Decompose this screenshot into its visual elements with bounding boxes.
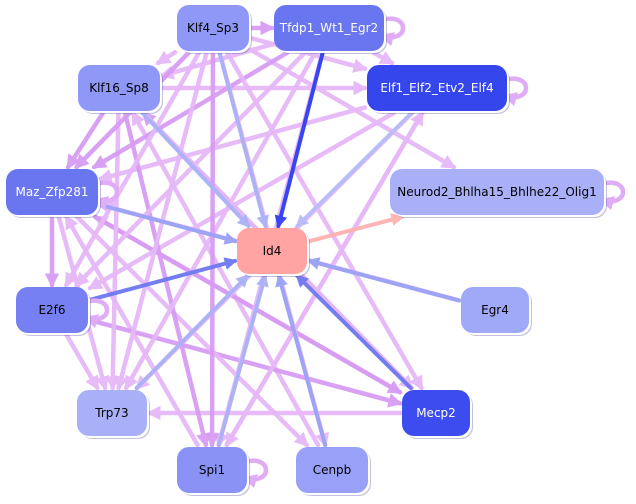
node-label: E2f6 (38, 303, 66, 317)
node-label: Trp73 (95, 406, 129, 420)
self-loop-tfdp1_wt1_egr2 (379, 16, 406, 47)
edge-elf1_elf2_etv2_elf4-to-e2f6 (87, 110, 396, 291)
edge-klf4_sp3-to-e2f6 (64, 50, 201, 288)
node-elf1-elf2-etv2-elf4[interactable]: Elf1_Elf2_Etv2_Elf4 (367, 65, 507, 111)
edge-klf16_sp8-to-maz_zfp281 (65, 110, 106, 170)
node-label: Spi1 (198, 463, 226, 477)
edge-tfdp1_wt1_egr2-to-elf1_elf2_etv2_elf4 (371, 50, 395, 66)
node-label: Tfdp1_Wt1_Egr2 (279, 21, 379, 35)
edge-maz_zfp281-to-mecp2 (93, 214, 403, 395)
node-label: Klf16_Sp8 (89, 81, 149, 95)
edge-tfdp1_wt1_egr2-to-trp73 (123, 50, 318, 391)
edge-klf4_sp3-to-mecp2 (225, 50, 424, 391)
node-cenpb[interactable]: Cenpb (296, 447, 368, 493)
node-mecp2[interactable]: Mecp2 (402, 390, 470, 436)
self-loop-maz_zfp281 (93, 180, 120, 211)
node-klf4-sp3[interactable]: Klf4_Sp3 (177, 5, 249, 51)
node-label: Egr4 (481, 303, 509, 317)
edge-klf4_sp3-to-neurod2_bhlha15_bhlhe22_olig1 (248, 47, 457, 170)
node-tfdp1-wt1-egr2[interactable]: Tfdp1_Wt1_Egr2 (274, 5, 384, 51)
node-label: Elf1_Elf2_Etv2_Elf4 (380, 81, 494, 95)
edge-id4-to-neurod2_bhlha15_bhlhe22_olig1 (307, 213, 405, 244)
node-maz-zfp281[interactable]: Maz_Zfp281 (6, 169, 98, 215)
node-label: Id4 (262, 244, 282, 258)
edge-e2f6-to-mecp2 (87, 317, 403, 408)
node-label: Maz_Zfp281 (15, 185, 89, 199)
self-loop-e2f6 (83, 298, 110, 329)
edge-spi1-to-id4 (216, 273, 269, 447)
edge-klf4_sp3-to-spi1 (204, 50, 220, 448)
edge-tfdp1_wt1_egr2-to-id4 (274, 51, 325, 229)
edge-e2f6-to-id4 (88, 257, 238, 302)
edge-cenpb-to-klf16_sp8 (130, 110, 321, 448)
edge-elf1_elf2_etv2_elf4-to-spi1 (224, 110, 425, 448)
edge-trp73-to-id4 (134, 274, 250, 390)
edge-klf4_sp3-to-elf1_elf2_etv2_elf4 (248, 35, 368, 73)
edge-elf1_elf2_etv2_elf4-to-id4 (295, 111, 414, 228)
self-loop-neurod2_bhlha15_bhlhe22_olig1 (599, 180, 626, 211)
node-trp73[interactable]: Trp73 (77, 390, 147, 436)
self-loops-layer (83, 16, 626, 489)
node-spi1[interactable]: Spi1 (177, 447, 247, 493)
edge-tfdp1_wt1_egr2-to-klf16_sp8 (159, 42, 275, 80)
self-loop-spi1 (242, 458, 269, 489)
node-id4[interactable]: Id4 (237, 228, 307, 274)
node-e2f6[interactable]: E2f6 (16, 287, 88, 333)
edge-klf4_sp3-to-id4 (217, 51, 269, 229)
node-label: Klf4_Sp3 (187, 21, 239, 35)
edge-elf1_elf2_etv2_elf4-to-maz_zfp281 (97, 105, 368, 183)
edge-e2f6-to-trp73 (64, 332, 100, 391)
edge-tfdp1_wt1_egr2-to-e2f6 (74, 50, 307, 288)
node-label: Neurod2_Bhlha15_Bhlhe22_Olig1 (397, 185, 597, 199)
node-klf16-sp8[interactable]: Klf16_Sp8 (78, 65, 160, 111)
edge-egr4-to-id4 (306, 257, 461, 303)
self-loop-elf1_elf2_etv2_elf4 (502, 76, 529, 107)
edge-cenpb-to-id4 (275, 273, 328, 447)
edge-maz_zfp281-to-id4 (98, 202, 238, 245)
edge-mecp2-to-id4 (295, 274, 413, 390)
node-label: Cenpb (312, 463, 352, 477)
edge-klf16_sp8-to-trp73 (105, 110, 121, 391)
node-egr4[interactable]: Egr4 (461, 287, 529, 333)
node-neurod2-bhlha15-bhlhe22-olig1[interactable]: Neurod2_Bhlha15_Bhlhe22_Olig1 (390, 169, 604, 215)
edge-klf4_sp3-to-klf16_sp8 (155, 50, 178, 66)
edge-klf16_sp8-to-id4 (140, 111, 251, 228)
node-label: Mecp2 (416, 406, 456, 420)
